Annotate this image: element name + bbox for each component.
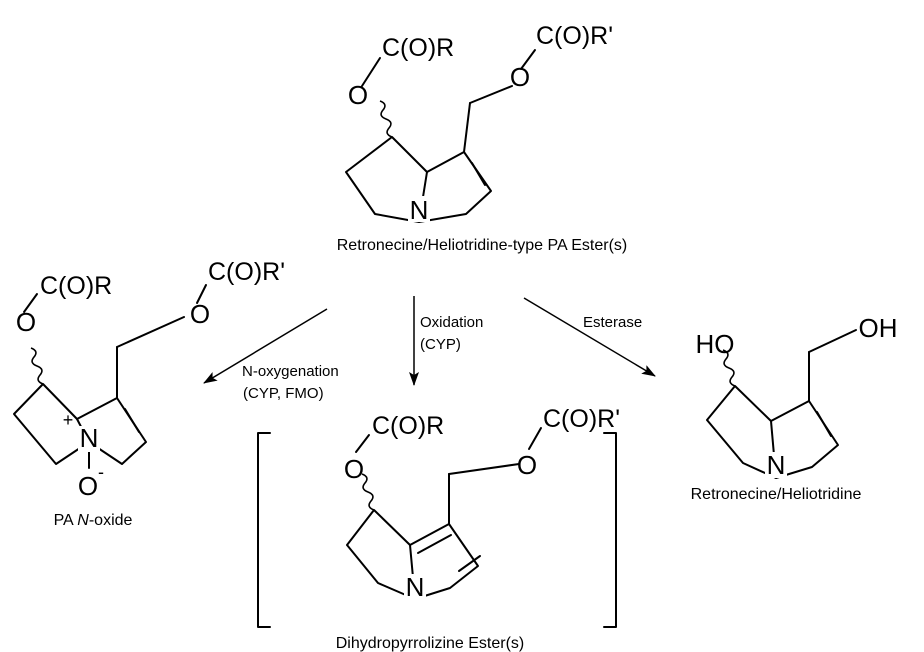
arrow-n-oxygenation-label-1: N-oxygenation <box>242 363 339 380</box>
n-oxide-nitrogen-mask <box>78 426 100 452</box>
necine-caption: Retronecine/Heliotridine <box>691 486 862 503</box>
n-oxide-caption: PA N-oxide <box>54 512 133 529</box>
parent-bonds <box>345 49 536 223</box>
parent-wavy-bond <box>379 100 393 138</box>
n-oxide-ester-group-right: C(O)R' <box>208 258 285 286</box>
dehydro-ester-group-left: C(O)R <box>372 412 444 440</box>
necine-hydroxyl-left: HO <box>696 329 735 359</box>
n-oxide-oxide-oxygen: O <box>78 471 98 501</box>
dehydro-caption: Dihydropyrrolizine Ester(s) <box>336 635 525 652</box>
parent-pa-ester: O O C(O)R C(O)R' N Retronecine/Heliotrid… <box>337 22 628 254</box>
pa-n-oxide: O O C(O)R C(O)R' N + O - PA N-oxide <box>13 258 285 529</box>
necine-base: HO OH N Retronecine/Heliotridine <box>691 313 898 503</box>
n-oxide-caption-suffix: -oxide <box>89 512 133 529</box>
parent-oxygen-right: O <box>510 62 530 92</box>
n-oxide-caption-prefix: PA <box>54 512 78 529</box>
arrow-esterase-label: Esterase <box>583 314 642 331</box>
parent-nitrogen-mask <box>408 196 430 222</box>
arrow-n-oxygenation: N-oxygenation (CYP, FMO) <box>203 308 339 402</box>
n-oxide-ester-group-left: C(O)R <box>40 272 112 300</box>
necine-hydroxyl-right: OH <box>859 313 898 343</box>
dehydro-nitrogen-mask <box>404 574 426 600</box>
necine-wavy-bond <box>722 349 736 387</box>
bracket-right <box>603 432 617 628</box>
n-oxide-oxygen-right: O <box>190 299 210 329</box>
arrow-n-oxygenation-line <box>203 308 328 384</box>
n-oxide-oxygen-left: O <box>16 307 36 337</box>
necine-bonds <box>706 329 857 479</box>
dehydro-oxygen-left: O <box>344 454 364 484</box>
parent-ester-group-right: C(O)R' <box>536 22 613 50</box>
parent-nitrogen: N <box>410 195 429 225</box>
dehydro-nitrogen: N <box>406 572 425 602</box>
bracket-left <box>257 432 271 628</box>
parent-caption: Retronecine/Heliotridine-type PA Ester(s… <box>337 237 628 254</box>
dehydro-ester-group-right: C(O)R' <box>543 405 620 433</box>
dehydro-bonds <box>346 427 542 600</box>
arrow-oxidation-label-2: (CYP) <box>420 336 461 353</box>
n-oxide-plus-charge: + <box>63 410 74 430</box>
n-oxide-minus-charge: - <box>98 462 104 482</box>
dihydropyrrolizine-ester: O O C(O)R C(O)R' N Dihydropyrrolizine Es… <box>257 405 620 652</box>
n-oxide-caption-italic: N <box>77 512 89 529</box>
dehydro-wavy-bond <box>361 473 375 511</box>
parent-oxygen-left: O <box>348 80 368 110</box>
arrow-n-oxygenation-label-2: (CYP, FMO) <box>243 385 324 402</box>
n-oxide-bonds <box>13 284 207 469</box>
n-oxide-wavy-bond <box>30 347 44 385</box>
parent-ester-group-left: C(O)R <box>382 34 454 62</box>
necine-nitrogen: N <box>767 450 786 480</box>
necine-nitrogen-mask <box>765 452 787 478</box>
dehydro-oxygen-right: O <box>517 450 537 480</box>
arrow-oxidation-label-1: Oxidation <box>420 314 483 331</box>
arrow-esterase: Esterase <box>523 297 656 377</box>
n-oxide-nitrogen: N <box>80 423 99 453</box>
arrow-oxidation: Oxidation (CYP) <box>409 296 483 386</box>
arrow-esterase-line <box>523 297 656 377</box>
